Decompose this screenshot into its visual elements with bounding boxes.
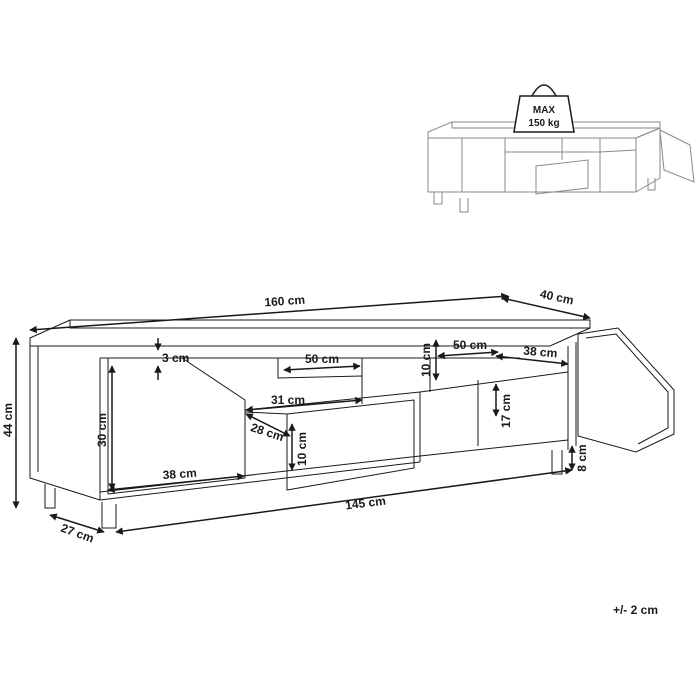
dim-line-left-compartment-width [107,472,245,494]
label-inner-width: 145 cm [344,494,386,513]
dim-line-drawer-width [245,396,363,414]
label-left-compartment-width: 38 cm [162,466,197,482]
dim-line-depth [501,295,591,321]
weight-icon [513,95,575,133]
label-drawer-depth: 28 cm [249,420,286,444]
dimension-lines [12,292,591,535]
dim-line-overall-width [29,292,509,334]
dim-line-shelf-width-center [283,362,361,374]
dim-line-inner-width [115,467,573,535]
label-left-compartment-height: 30 cm [95,413,109,447]
dim-line-leg-depth [49,513,105,534]
label-top-thickness: 3 cm [162,351,189,365]
preview-illustration [427,121,695,213]
weight-badge-line1: MAX [533,105,556,116]
label-shelf-width-right: 50 cm [453,338,487,352]
label-overall-width: 160 cm [264,293,306,310]
weight-badge-line2: 150 kg [528,118,559,129]
label-overall-height: 44 cm [1,403,15,437]
dim-line-drawer-depth [245,413,291,437]
dim-line-right-compartment-width [495,353,569,367]
label-drawer-height: 10 cm [295,432,309,466]
max-weight-badge: MAX 150 kg [513,84,575,133]
label-leg-depth: 27 cm [59,521,96,546]
label-shelf-height: 10 cm [419,343,433,377]
label-right-compartment-height: 17 cm [499,394,513,428]
label-depth: 40 cm [539,287,575,308]
tolerance-note: +/- 2 cm [613,603,658,617]
label-drawer-width: 31 cm [271,393,305,407]
dim-line-shelf-width-right [437,348,499,360]
label-right-compartment-width: 38 cm [523,344,558,361]
label-leg-height: 8 cm [575,444,589,471]
label-shelf-width-center: 50 cm [305,352,339,366]
